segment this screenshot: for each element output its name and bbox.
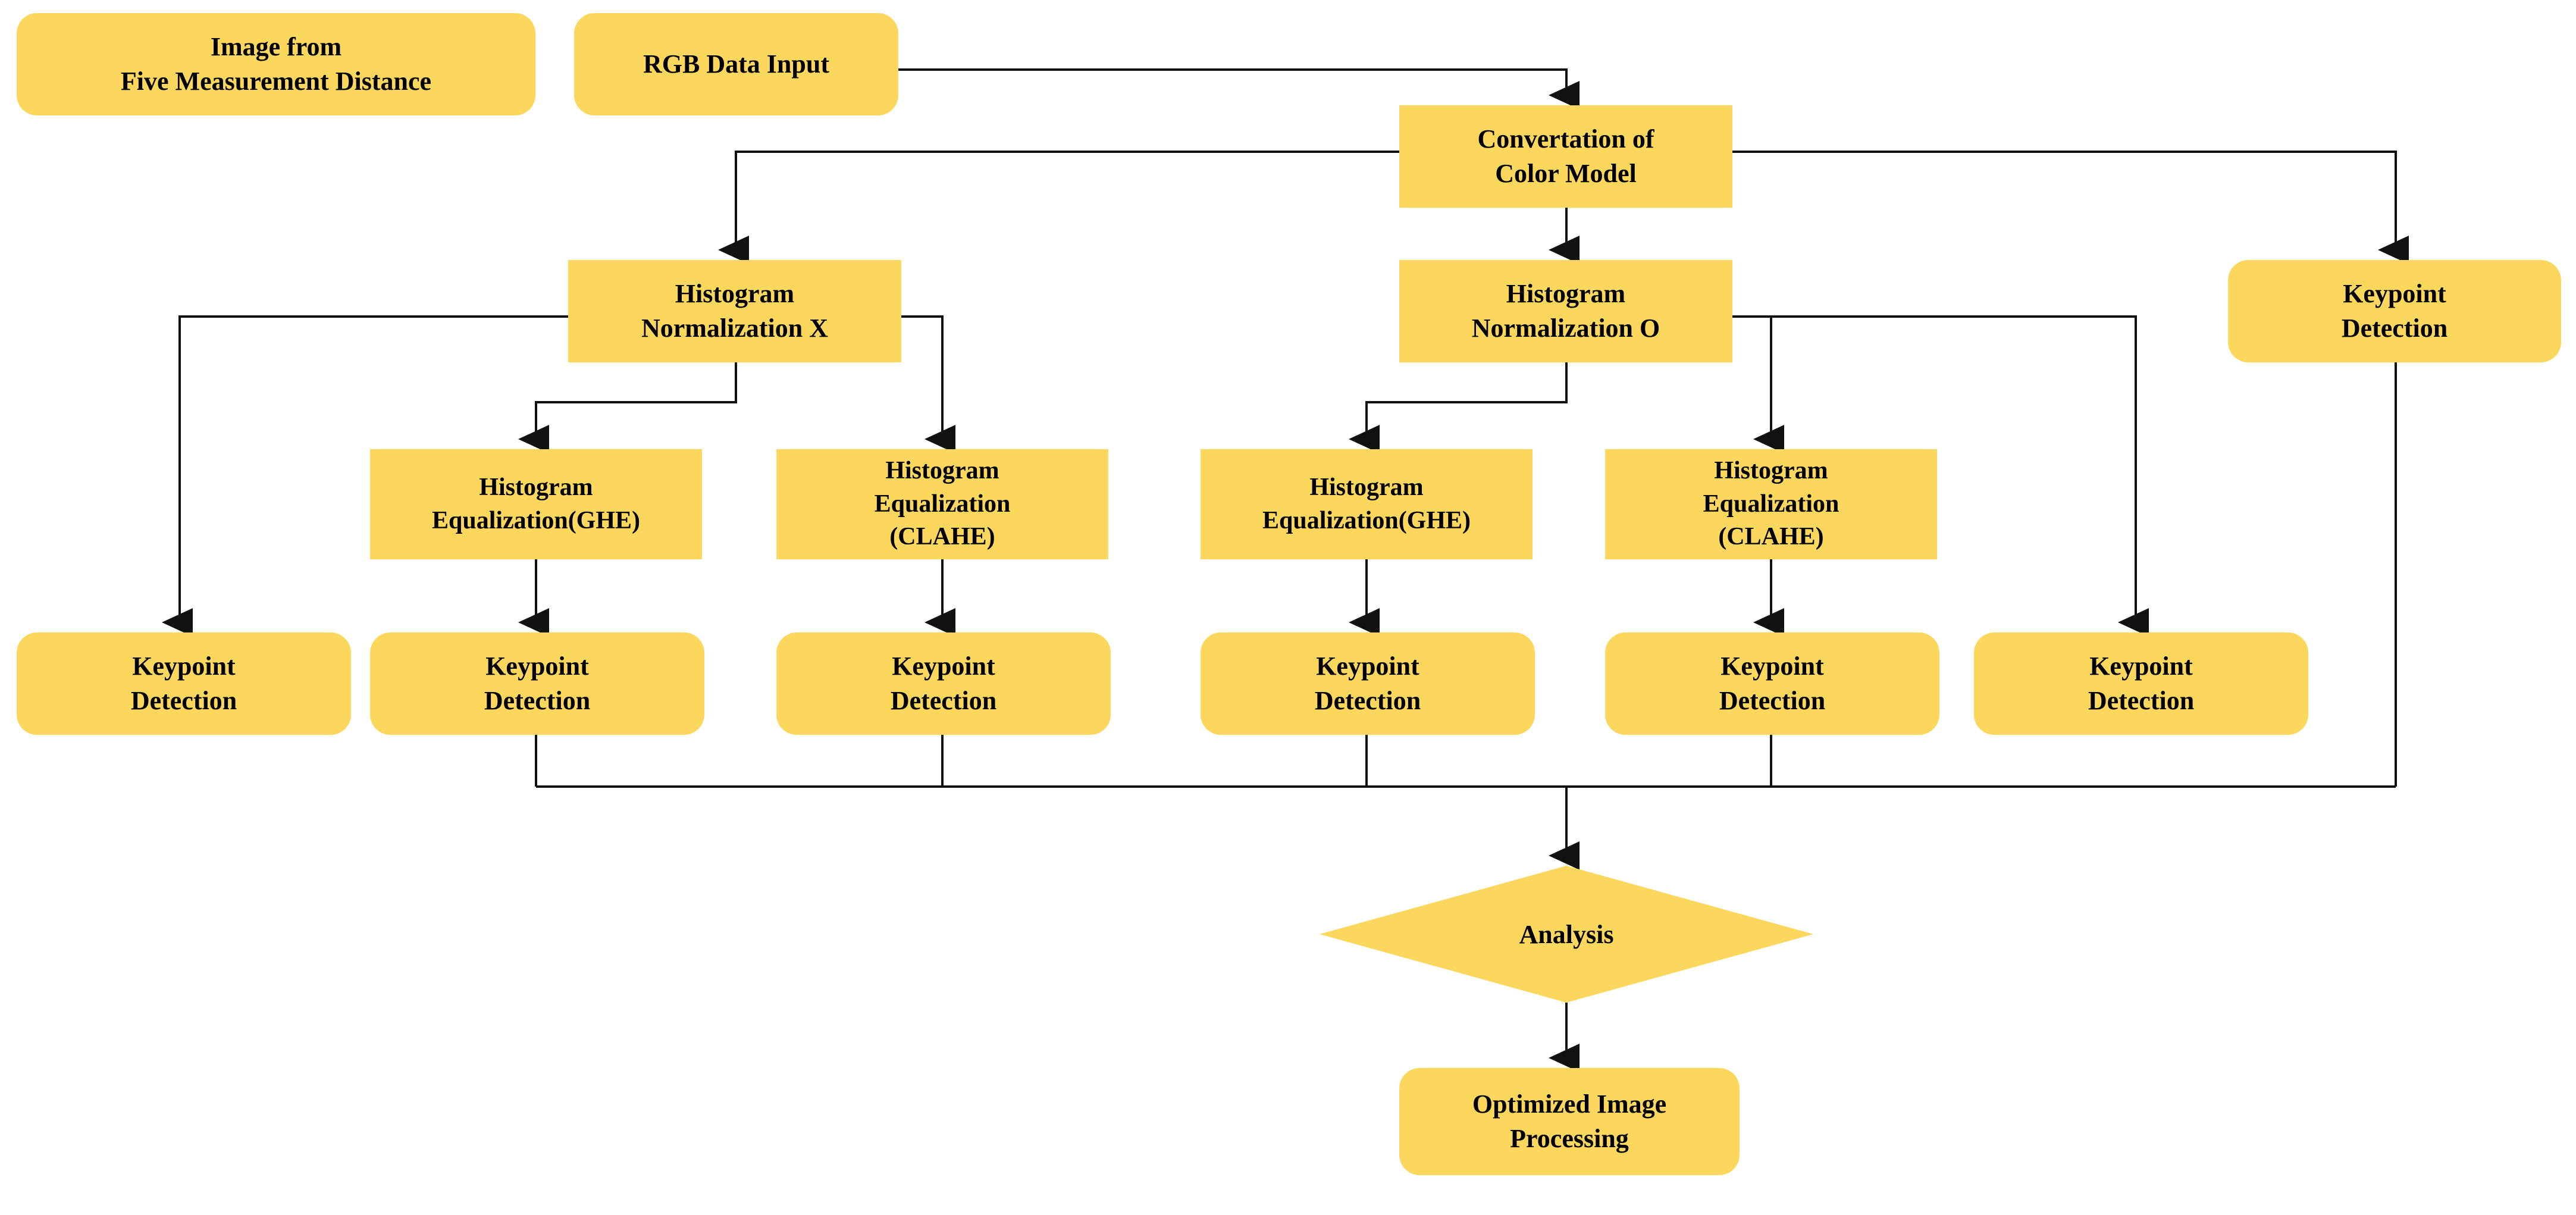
node-histogram-equalization-clahe-o[interactable]: Histogram Equalization (CLAHE) (1605, 449, 1937, 559)
edge-rgb-to-colormodel (898, 68, 1580, 109)
edge-colormodel-to-keypoint-top-right (1732, 151, 2409, 264)
edge-histnormo-to-claheo (1732, 315, 1784, 453)
node-keypoint-detection-3[interactable]: Keypoint Detection (776, 632, 1111, 735)
edge-histnormo-to-gheo (1349, 362, 1568, 453)
node-color-model-conversion[interactable]: Convertation of Color Model (1399, 105, 1732, 208)
node-histogram-equalization-clahe-x[interactable]: Histogram Equalization (CLAHE) (776, 449, 1108, 559)
node-keypoint-detection-2[interactable]: Keypoint Detection (370, 632, 704, 735)
node-analysis-decision[interactable]: Analysis (1320, 866, 1813, 1003)
edge-colormodel-to-histnormx (718, 151, 1399, 264)
node-keypoint-detection-1[interactable]: Keypoint Detection (17, 632, 351, 735)
node-histogram-equalization-ghe-x[interactable]: Histogram Equalization(GHE) (370, 449, 702, 559)
node-image-source[interactable]: Image from Five Measurement Distance (17, 13, 535, 115)
node-rgb-data-input[interactable]: RGB Data Input (574, 13, 898, 115)
node-histogram-normalization-x[interactable]: Histogram Normalization X (568, 260, 901, 362)
edge-histnormx-to-keypoint1 (162, 315, 568, 637)
node-keypoint-detection-top-right[interactable]: Keypoint Detection (2228, 260, 2561, 362)
edge-histnormo-to-keypoint6 (1732, 315, 2149, 637)
edge-histnormx-to-clahex (901, 315, 955, 453)
node-keypoint-detection-4[interactable]: Keypoint Detection (1201, 632, 1535, 735)
node-keypoint-detection-6[interactable]: Keypoint Detection (1974, 632, 2308, 735)
node-histogram-equalization-ghe-o[interactable]: Histogram Equalization(GHE) (1201, 449, 1533, 559)
node-keypoint-detection-5[interactable]: Keypoint Detection (1605, 632, 1939, 735)
node-histogram-normalization-o[interactable]: Histogram Normalization O (1399, 260, 1732, 362)
analysis-label: Analysis (1519, 919, 1614, 949)
node-optimized-image-processing[interactable]: Optimized Image Processing (1399, 1068, 1740, 1175)
edge-histnormx-to-ghex (518, 362, 737, 453)
